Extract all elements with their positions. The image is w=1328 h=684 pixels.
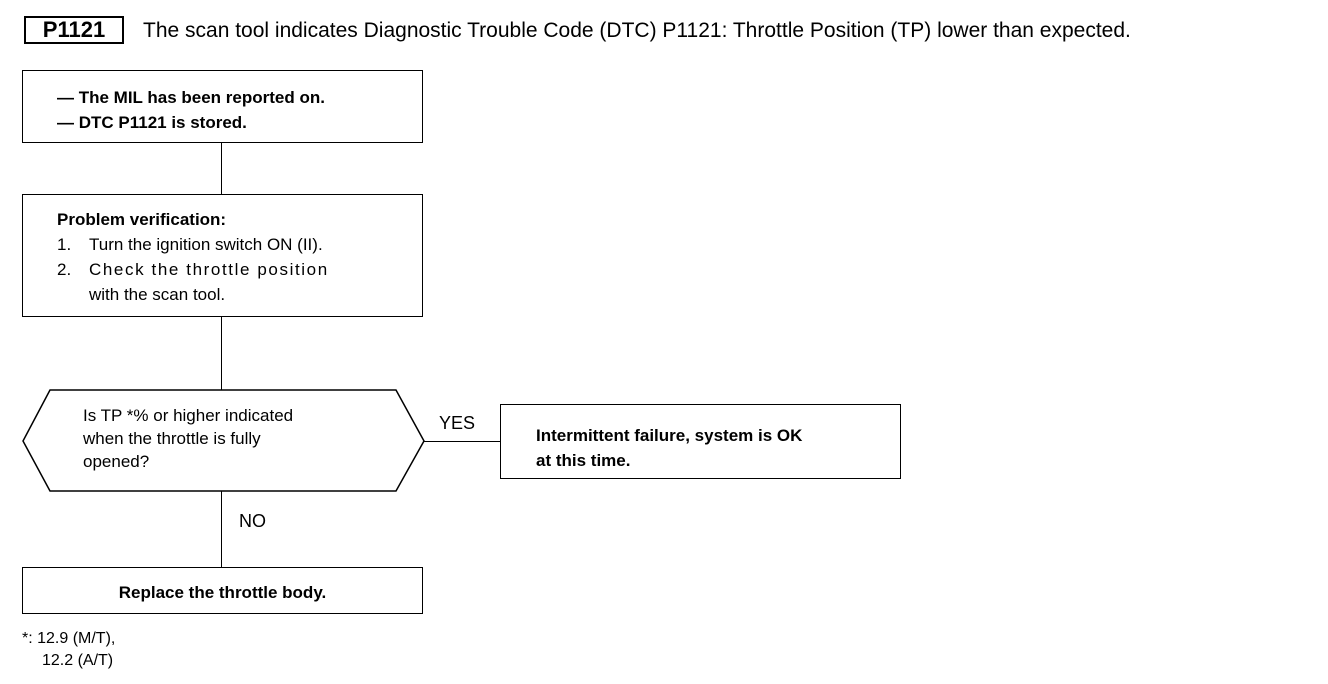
decision-line-2: when the throttle is fully	[83, 429, 261, 448]
start-item-2: — DTC P1121 is stored.	[57, 113, 247, 132]
start-item-1: — The MIL has been reported on.	[57, 88, 325, 107]
yes-result-box: Intermittent failure, system is OK at th…	[500, 404, 901, 479]
decision-line-3: opened?	[83, 452, 150, 471]
no-label: NO	[239, 511, 266, 531]
verification-step-2: 2. Check the throttle position	[57, 257, 422, 282]
connector-verification-to-decision	[221, 317, 222, 390]
verification-step-2-continued: with the scan tool.	[57, 282, 422, 307]
dtc-code-badge: P1121	[24, 16, 124, 44]
footnote: *: 12.9 (M/T), 12.2 (A/T)	[22, 628, 115, 672]
yes-result-line-1: Intermittent failure, system is OK	[536, 426, 803, 445]
step-number: 2.	[57, 260, 72, 279]
verification-box: Problem verification: 1. Turn the igniti…	[22, 194, 423, 317]
no-result-text: Replace the throttle body.	[118, 583, 327, 602]
connector-start-to-verification	[221, 143, 222, 194]
step-text: with the scan tool.	[89, 285, 226, 304]
step-number: 1.	[57, 235, 72, 254]
no-result-box: Replace the throttle body.	[22, 567, 423, 614]
yes-label: YES	[439, 413, 476, 433]
verification-title: Problem verification:	[57, 210, 227, 229]
verification-step-1: 1. Turn the ignition switch ON (II).	[57, 232, 422, 257]
connector-no	[221, 491, 222, 567]
decision-line-1: Is TP *% or higher indicated	[83, 406, 294, 425]
decision-question: Is TP *% or higher indicated when the th…	[83, 404, 383, 473]
connector-yes	[424, 441, 501, 442]
step-text: Check the throttle position	[89, 260, 329, 279]
header-description: The scan tool indicates Diagnostic Troub…	[143, 19, 1131, 42]
start-box: — The MIL has been reported on. — DTC P1…	[22, 70, 423, 143]
decision-diamond	[22, 389, 425, 492]
footnote-line-2: 12.2 (A/T)	[42, 652, 114, 669]
footnote-line-1: *: 12.9 (M/T),	[22, 630, 116, 647]
step-number	[57, 282, 89, 307]
step-text: Turn the ignition switch ON (II).	[89, 235, 323, 254]
yes-result-line-2: at this time.	[536, 451, 631, 470]
